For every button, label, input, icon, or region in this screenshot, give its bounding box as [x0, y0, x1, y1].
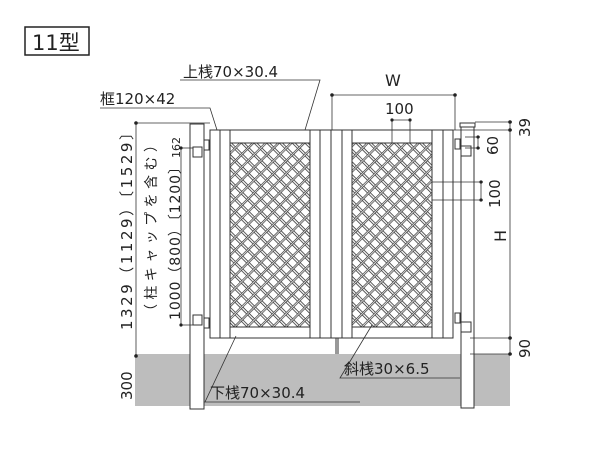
post-height-label: 1329（1129）〔1529〕 — [118, 125, 136, 330]
left-lattice-panel — [229, 142, 311, 328]
diagram-title: 11型 — [32, 31, 80, 55]
left-post — [189, 123, 210, 410]
height-label: H — [491, 230, 510, 242]
post-height-note: （柱キャップを含む） — [144, 138, 160, 318]
leader-lines — [100, 79, 460, 403]
right-lattice-panel — [351, 142, 433, 328]
dimension-lines — [135, 94, 512, 356]
slat-pitch-side-label: 100 — [486, 179, 504, 208]
frame-label: 框120×42 — [100, 90, 175, 108]
title-box: 11型 — [24, 26, 90, 56]
bottom-rail-label: 下桟70×30.4 — [210, 384, 305, 402]
right-post — [454, 122, 476, 409]
gate-leaves — [209, 129, 454, 354]
width-label: W — [385, 71, 401, 90]
top-rail-label: 上桟70×30.4 — [183, 63, 278, 81]
top-offset-label: 39 — [516, 118, 534, 137]
bottom-clearance-label: 90 — [516, 339, 534, 358]
hinge-top-label: 162 — [170, 137, 183, 158]
slat-pitch-top-label: 100 — [385, 100, 414, 118]
diagonal-slat-label: 斜桟30×6.5 — [344, 360, 430, 378]
embed-depth-label: 300 — [118, 371, 136, 400]
hinge-offset-label: 60 — [484, 136, 502, 155]
gate-height-label: 1000（800）〔1200〕 — [168, 160, 184, 320]
dimension-dots — [134, 93, 512, 358]
